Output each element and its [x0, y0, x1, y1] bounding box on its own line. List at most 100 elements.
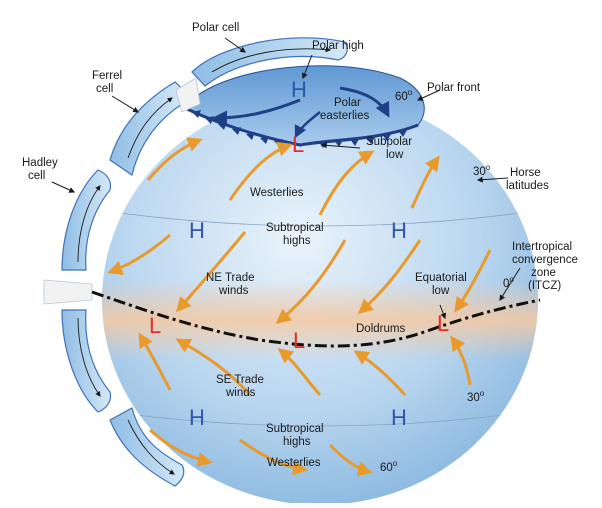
- westerly-arrow-4: [410, 155, 440, 209]
- label-itcz-2: convergence: [512, 254, 578, 266]
- label-hadley-cell-1: Hadley: [22, 157, 58, 169]
- label-se-trade-2: winds: [226, 387, 256, 399]
- label-westerlies-south: Westerlies: [267, 457, 321, 469]
- se-trade-arrow-3: [277, 348, 322, 396]
- polar-easterlies-arrow-east: [339, 86, 390, 118]
- hadley-cell-south-band: [61, 309, 112, 413]
- equatorial-low-east: L: [437, 311, 450, 336]
- polar-cell-band: [191, 37, 348, 87]
- subpolar-low-symbol: L: [292, 132, 305, 157]
- latitude-30s-line: [111, 411, 529, 427]
- subtropical-high-west-north: H: [189, 218, 205, 243]
- degree-0-value: 0: [503, 277, 510, 290]
- polar-cell-flow: [211, 46, 332, 73]
- westerly-south-arrow-3: [328, 443, 373, 477]
- label-subtropical-highs-south-2: highs: [283, 436, 311, 448]
- subtropical-high-east-south: H: [391, 405, 407, 430]
- equatorial-low-west: L: [149, 313, 162, 338]
- latitude-30n-line: [111, 211, 529, 227]
- westerly-arrow-2: [228, 141, 293, 201]
- se-trade-arrow-5: [450, 335, 472, 386]
- leader-horse-latitudes: [476, 176, 509, 183]
- polar-front-convergence-marker: [175, 77, 201, 113]
- label-subpolar-low-1: Subpolar: [366, 136, 413, 148]
- leader-subpolar-low: [320, 142, 361, 149]
- westerly-south-arrow-1: [148, 428, 213, 467]
- westerly-arrow-3: [318, 150, 375, 216]
- degree-30-south-value: 30: [467, 391, 480, 404]
- leader-itcz: [499, 267, 521, 302]
- polar-easterlies-arrow-west: [212, 98, 301, 126]
- label-equatorial-low-2: low: [432, 285, 450, 297]
- se-trade-arrow-4: [353, 350, 407, 396]
- equator-convergence-marker: [43, 279, 93, 305]
- hadley-cell-south-flow: [77, 317, 101, 397]
- hadley-cell-north-flow: [77, 185, 101, 263]
- degree-0: 0o: [503, 275, 514, 290]
- label-polar-easterlies-1: Polar: [334, 97, 361, 109]
- label-westerlies-north: Westerlies: [250, 187, 304, 199]
- ne-trade-arrow-5: [454, 249, 492, 313]
- leader-polar-front: [416, 89, 441, 101]
- label-ne-trade-1: NE Trade: [206, 272, 255, 284]
- polar-cap: [184, 65, 425, 148]
- equatorial-low-center: L: [293, 328, 306, 353]
- ne-trade-arrow-3: [275, 239, 347, 324]
- degree-60-north: 60o: [395, 88, 412, 103]
- ferrel-cell-flow: [127, 97, 173, 159]
- degree-60-north-value: 60: [395, 90, 408, 103]
- label-subtropical-highs-south-1: Subtropical: [266, 423, 324, 435]
- westerly-arrow-1: [146, 137, 203, 181]
- hadley-cell-north-band: [61, 169, 112, 271]
- label-equatorial-low-1: Equatorial: [415, 272, 467, 284]
- label-se-trade-1: SE Trade: [216, 374, 264, 386]
- leader-polar-cell: [224, 37, 246, 53]
- leader-equatorial-low: [439, 304, 447, 320]
- label-horse-latitudes-2: latitudes: [506, 180, 549, 192]
- leader-ferrel-cell: [111, 95, 140, 113]
- leader-polar-high: [301, 54, 313, 80]
- wind-arrows: [107, 137, 492, 477]
- degree-mark: o: [509, 275, 514, 284]
- se-trade-arrow-2: [175, 338, 252, 396]
- label-subtropical-highs-north-2: highs: [283, 235, 311, 247]
- degree-30-north: 30o: [473, 163, 490, 178]
- ferrel-cell-south-flow: [127, 419, 175, 475]
- itcz-line: [91, 290, 541, 348]
- subtropical-high-west-south: H: [189, 405, 205, 430]
- label-subpolar-low-2: low: [386, 149, 404, 161]
- degree-mark: o: [407, 88, 413, 97]
- degree-mark: o: [485, 163, 491, 172]
- degree-60-south-value: 60: [380, 461, 393, 474]
- se-trade-arrow-1: [138, 332, 172, 391]
- ne-trade-arrow-2: [176, 231, 247, 313]
- leader-hadley-cell: [51, 181, 76, 193]
- globe: [102, 95, 538, 505]
- degree-60-south: 60o: [380, 459, 397, 474]
- label-polar-cell: Polar cell: [192, 22, 240, 34]
- ne-trade-arrow-4: [357, 239, 422, 314]
- label-ferrel-cell-2: cell: [96, 83, 114, 95]
- label-hadley-cell-2: cell: [28, 170, 46, 182]
- ne-trade-arrow-1: [107, 233, 171, 276]
- label-ne-trade-2: winds: [219, 285, 249, 297]
- circulation-cells: [43, 37, 348, 487]
- label-polar-front: Polar front: [427, 82, 481, 94]
- label-itcz-1: Intertropical: [512, 241, 573, 253]
- degree-mark: o: [392, 459, 398, 468]
- label-polar-high: Polar high: [312, 40, 364, 52]
- ferrel-cell-south-band: [109, 407, 185, 487]
- label-horse-latitudes-1: Horse: [510, 167, 541, 179]
- subtropical-high-east-north: H: [391, 218, 407, 243]
- label-subtropical-highs-north-1: Subtropical: [266, 222, 324, 234]
- label-ferrel-cell-1: Ferrel: [92, 70, 123, 82]
- label-doldrums: Doldrums: [356, 323, 406, 335]
- label-itcz-4: (ITCZ): [528, 280, 562, 292]
- degree-30-north-value: 30: [473, 165, 486, 178]
- degree-30-south: 30o: [467, 389, 484, 404]
- leader-lines: [51, 37, 521, 320]
- westerly-south-arrow-2: [239, 438, 308, 476]
- polar-high-symbol: H: [291, 77, 307, 102]
